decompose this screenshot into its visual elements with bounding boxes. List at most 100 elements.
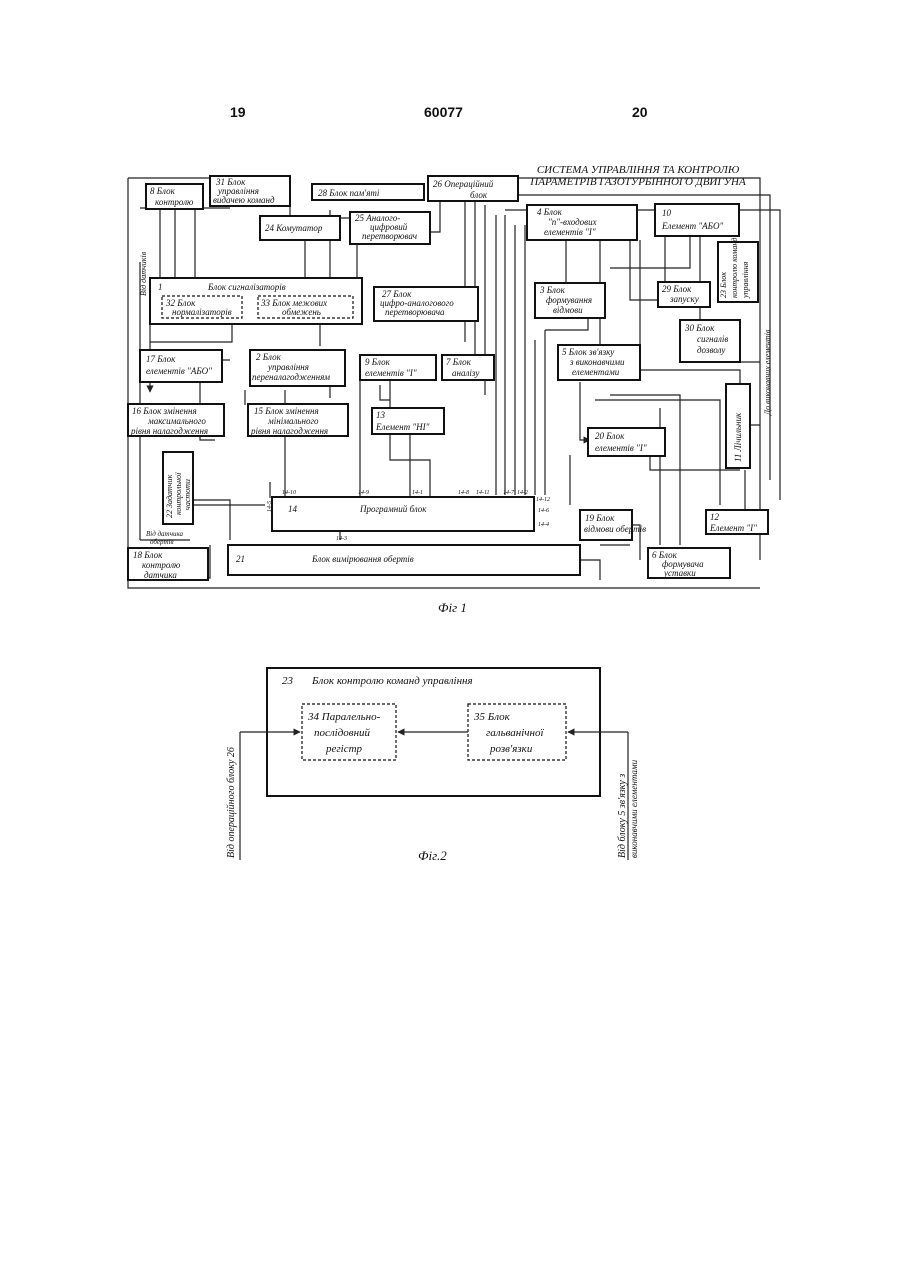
svg-text:"n"-входових: "n"-входових bbox=[548, 217, 597, 227]
svg-text:1: 1 bbox=[158, 282, 163, 292]
svg-text:7 Блок: 7 Блок bbox=[446, 357, 472, 367]
svg-text:10: 10 bbox=[662, 208, 672, 218]
block-29: 29 Блок запуску bbox=[658, 282, 710, 307]
svg-text:гальванічної: гальванічної bbox=[486, 727, 545, 739]
svg-text:відмови обертів: відмови обертів bbox=[584, 524, 646, 534]
svg-text:8 Блок: 8 Блок bbox=[150, 186, 176, 196]
block-28: 28 Блок пам'яті bbox=[312, 184, 424, 200]
svg-text:переналагодженням: переналагодженням bbox=[252, 372, 330, 382]
svg-text:запуску: запуску bbox=[669, 294, 699, 304]
block-25: 25 Аналого- цифровий перетворювач bbox=[350, 212, 430, 244]
svg-text:Елемент "І": Елемент "І" bbox=[709, 523, 757, 533]
svg-text:14-3: 14-3 bbox=[336, 535, 347, 542]
svg-text:34 Паралельно-: 34 Паралельно- bbox=[307, 711, 381, 723]
fig1-caption: Фіг 1 bbox=[438, 600, 467, 615]
svg-text:35 Блок: 35 Блок bbox=[473, 711, 511, 723]
svg-text:контролю: контролю bbox=[155, 197, 194, 207]
from-speed-sensor-line2: обертів bbox=[150, 538, 173, 546]
svg-text:2 Блок: 2 Блок bbox=[256, 352, 282, 362]
block-16: 16 Блок змінення максимального рівня нал… bbox=[128, 404, 224, 436]
svg-text:21: 21 bbox=[236, 554, 245, 564]
to-actuators-label: До виконавчих елементів bbox=[763, 329, 772, 416]
from-speed-sensor-line1: Від датчика bbox=[146, 530, 184, 538]
svg-text:датчика: датчика bbox=[144, 570, 177, 580]
svg-text:елементів "І": елементів "І" bbox=[365, 368, 417, 378]
svg-text:14-7: 14-7 bbox=[503, 489, 515, 496]
svg-text:4 Блок: 4 Блок bbox=[537, 207, 563, 217]
block-19: 19 Блок відмови обертів bbox=[580, 510, 646, 540]
svg-text:14-6: 14-6 bbox=[538, 507, 549, 514]
svg-text:14-11: 14-11 bbox=[476, 489, 490, 496]
svg-text:уставки: уставки bbox=[663, 568, 696, 578]
svg-text:13: 13 bbox=[376, 410, 386, 420]
fig2-left-label: Від операційного блоку 26 bbox=[226, 747, 237, 858]
svg-text:рівня налагодження: рівня налагодження bbox=[130, 426, 208, 436]
block-7: 7 Блок аналізу bbox=[442, 355, 494, 380]
block-13: 13 Елемент "НІ" bbox=[372, 408, 444, 434]
block-21: 21 Блок вимірювання обертів bbox=[228, 545, 580, 575]
block-17: 17 Блок елементів "АБО" bbox=[140, 350, 222, 382]
svg-text:18 Блок: 18 Блок bbox=[133, 550, 163, 560]
svg-text:Блок сигналізаторів: Блок сигналізаторів bbox=[207, 282, 286, 292]
svg-text:розв'язки: розв'язки bbox=[489, 743, 533, 755]
svg-text:регістр: регістр bbox=[325, 743, 363, 755]
svg-text:14-10: 14-10 bbox=[282, 489, 296, 496]
block-11: 11 Лічильник bbox=[726, 384, 750, 468]
block-20: 20 Блок елементів "І" bbox=[588, 428, 665, 456]
svg-text:14-5: 14-5 bbox=[266, 501, 273, 512]
svg-text:30 Блок: 30 Блок bbox=[684, 323, 715, 333]
block-18: 18 Блок контролю датчика bbox=[128, 548, 208, 580]
from-sensors-label: Від датчиків bbox=[139, 251, 148, 296]
svg-text:14-4: 14-4 bbox=[538, 521, 549, 528]
block-26: 26 Операційний блок bbox=[428, 176, 518, 201]
block-10: 10 Елемент "АБО" bbox=[655, 204, 739, 236]
svg-text:24 Комутатор: 24 Комутатор bbox=[265, 223, 323, 233]
system-title-line1: СИСТЕМА УПРАВЛІННЯ ТА КОНТРОЛЮ bbox=[537, 164, 740, 176]
block-23: 23 Блок контролю команд управління bbox=[718, 238, 758, 302]
svg-text:з виконавчими: з виконавчими bbox=[569, 357, 625, 367]
block-2: 2 Блок управління переналагодженням bbox=[250, 350, 345, 386]
svg-text:26 Операційний: 26 Операційний bbox=[433, 179, 494, 189]
svg-text:аналізу: аналізу bbox=[452, 368, 479, 378]
fig1-diagram: СИСТЕМА УПРАВЛІННЯ ТА КОНТРОЛЮ ПАРАМЕТРІ… bbox=[128, 164, 780, 615]
svg-text:видачею команд: видачею команд bbox=[213, 195, 275, 205]
svg-text:елементів "І": елементів "І" bbox=[595, 443, 647, 453]
svg-text:12: 12 bbox=[710, 512, 720, 522]
svg-text:29 Блок: 29 Блок bbox=[662, 284, 692, 294]
svg-text:20 Блок: 20 Блок bbox=[595, 431, 625, 441]
svg-text:3 Блок: 3 Блок bbox=[539, 285, 566, 295]
block-4: 4 Блок "n"-входових елементів "І" bbox=[527, 205, 637, 240]
block-15: 15 Блок змінення мінімального рівня нала… bbox=[248, 404, 348, 436]
svg-text:рівня налагодження: рівня налагодження bbox=[250, 426, 328, 436]
svg-text:5 Блок зв'язку: 5 Блок зв'язку bbox=[562, 347, 614, 357]
svg-text:15 Блок змінення: 15 Блок змінення bbox=[254, 406, 319, 416]
block-31: 31 Блок управління видачею команд bbox=[210, 176, 290, 206]
svg-text:відмови: відмови bbox=[553, 305, 583, 315]
svg-text:Елемент "АБО": Елемент "АБО" bbox=[661, 221, 723, 231]
block-5: 5 Блок зв'язку з виконавчими елементами bbox=[558, 345, 640, 380]
svg-text:14: 14 bbox=[288, 504, 298, 514]
block-14: 14 Програмний блок bbox=[272, 497, 534, 531]
svg-text:22 Задатчик: 22 Задатчик bbox=[165, 474, 174, 518]
svg-text:мінімального: мінімального bbox=[267, 416, 319, 426]
block-9: 9 Блок елементів "І" bbox=[360, 355, 436, 380]
svg-text:11 Лічильник: 11 Лічильник bbox=[733, 412, 743, 462]
svg-text:14-9: 14-9 bbox=[358, 489, 369, 496]
svg-text:управління: управління bbox=[267, 362, 309, 372]
svg-text:формування: формування bbox=[546, 295, 592, 305]
svg-text:елементів "І": елементів "І" bbox=[544, 227, 596, 237]
fig2-caption: Фіг.2 bbox=[418, 848, 447, 863]
fig2-diagram: 23 Блок контролю команд управління 34 Па… bbox=[226, 668, 639, 863]
fig2-right-label-line1: Від блоку 5 зв'язку з bbox=[617, 774, 628, 858]
svg-text:14-1: 14-1 bbox=[412, 489, 423, 496]
block-22: 22 Задатчик контрольної частоти bbox=[163, 452, 193, 524]
svg-text:16 Блок змінення: 16 Блок змінення bbox=[132, 406, 197, 416]
svg-text:блок: блок bbox=[470, 190, 488, 200]
svg-text:9 Блок: 9 Блок bbox=[365, 357, 391, 367]
svg-text:нормалізаторів: нормалізаторів bbox=[172, 307, 232, 317]
svg-text:Блок вимірювання обертів: Блок вимірювання обертів bbox=[311, 554, 414, 564]
svg-text:14-8: 14-8 bbox=[458, 489, 469, 496]
svg-text:елементами: елементами bbox=[572, 367, 620, 377]
svg-text:сигналів: сигналів bbox=[697, 334, 728, 344]
